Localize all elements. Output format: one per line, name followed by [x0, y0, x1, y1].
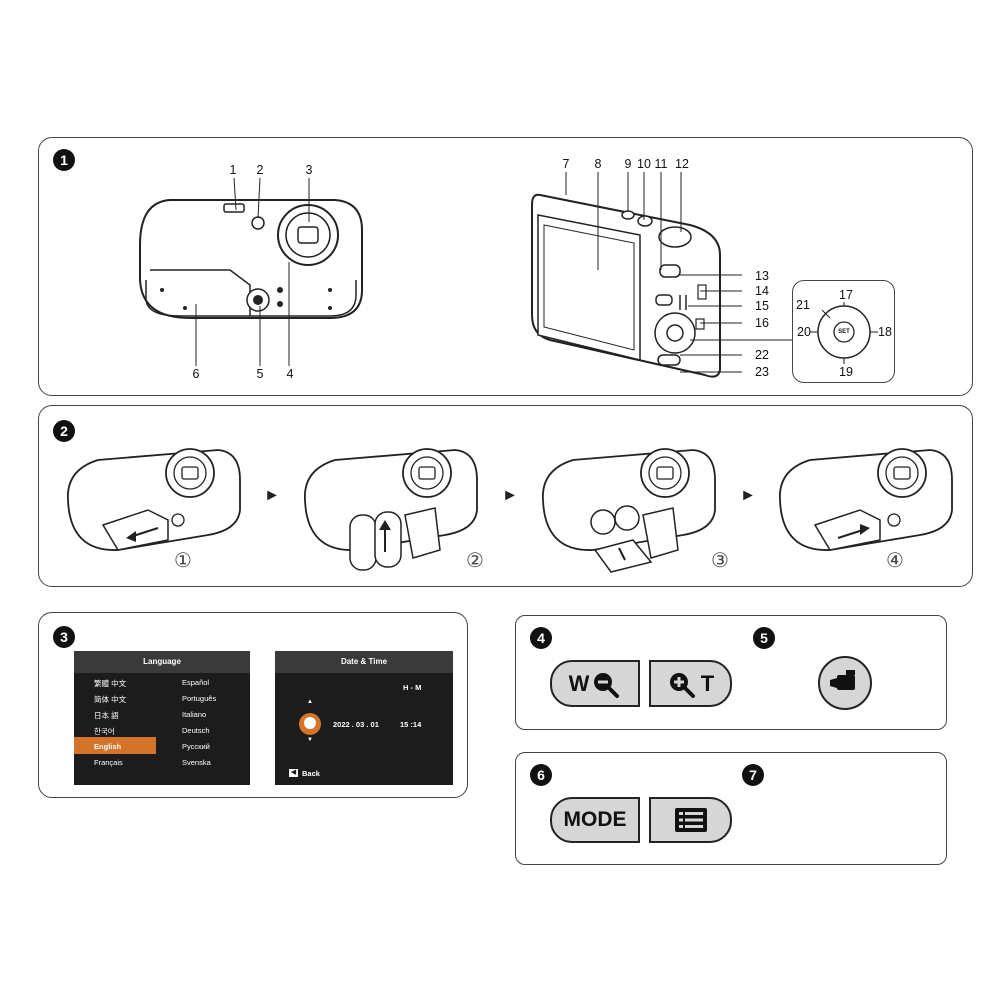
callout-8: 8: [594, 157, 602, 171]
callout-12: 12: [675, 157, 689, 171]
datetime-screen: Date & Time H - M ▲ ▼ 2022 . 03 . 01 15 …: [275, 651, 453, 785]
callout-11: 11: [654, 157, 668, 171]
language-option[interactable]: Deutsch: [182, 726, 210, 735]
back-icon[interactable]: ◀: [289, 769, 298, 777]
callout-2: 2: [256, 163, 264, 177]
language-option[interactable]: 한국어: [94, 727, 115, 736]
dpad-illustration: [810, 302, 878, 364]
battery-step-label-3: ③: [710, 550, 730, 572]
callout-19: 19: [839, 365, 853, 379]
zoom-out-icon: [594, 672, 620, 698]
panel-badge: 5: [753, 627, 775, 649]
callout-3: 3: [305, 163, 313, 177]
video-record-button[interactable]: [818, 656, 872, 710]
time-value[interactable]: 15 :14: [400, 720, 422, 729]
callout-18: 18: [878, 325, 892, 339]
step-arrow-1: ►: [264, 487, 280, 504]
battery-step-label-4: ④: [885, 550, 905, 572]
callout-17: 17: [839, 288, 853, 302]
callout-20: 20: [797, 325, 811, 339]
mode-menu-button[interactable]: MODE: [550, 797, 732, 843]
language-screen-title: Language: [74, 651, 250, 673]
language-option[interactable]: 简体 中文: [94, 695, 127, 704]
language-option[interactable]: 日本 語: [94, 711, 119, 720]
language-option[interactable]: Português: [182, 694, 217, 703]
language-option[interactable]: Français: [94, 758, 123, 767]
zoom-tele-button[interactable]: T: [651, 662, 730, 705]
battery-step-label-1: ①: [173, 550, 193, 572]
language-option-selected[interactable]: English: [94, 742, 122, 751]
up-arrow-icon: ▲: [307, 699, 313, 705]
callout-10: 10: [637, 157, 651, 171]
video-camera-icon: [830, 670, 855, 690]
step-arrow-3: ►: [740, 487, 756, 504]
callout-7: 7: [562, 157, 570, 171]
mode-button[interactable]: MODE: [552, 799, 638, 841]
callout-16: 16: [755, 316, 769, 330]
down-arrow-icon: ▼: [307, 737, 313, 743]
datetime-field-label: H - M: [403, 683, 422, 692]
language-option[interactable]: 繁體 中文: [94, 679, 127, 688]
zoom-button[interactable]: W T: [550, 660, 732, 707]
language-selection-highlight: [74, 737, 156, 754]
battery-step-label-2: ②: [465, 550, 485, 572]
camera-back-illustration: [531, 193, 721, 378]
back-label[interactable]: Back: [302, 769, 320, 778]
zoom-wide-button[interactable]: W: [552, 662, 638, 705]
battery-step-1-illustration: [67, 448, 241, 551]
datetime-screen-title: Date & Time: [275, 651, 453, 673]
dpad-set-label: SET: [838, 329, 850, 335]
callout-4: 4: [286, 367, 294, 381]
callout-1: 1: [229, 163, 237, 177]
callout-22: 22: [755, 348, 769, 362]
step-arrow-2: ►: [502, 487, 518, 504]
callout-15: 15: [755, 299, 769, 313]
callout-5: 5: [256, 367, 264, 381]
battery-step-2-illustration: [304, 448, 478, 571]
callout-23: 23: [755, 365, 769, 379]
panel-badge: 6: [530, 764, 552, 786]
battery-step-4-illustration: [779, 448, 953, 551]
battery-step-3-illustration: [542, 448, 716, 573]
panel-badge: 3: [53, 626, 75, 648]
camera-front-illustration: [139, 199, 363, 319]
mode-button-label: MODE: [563, 808, 627, 831]
mode-button-divider: [638, 797, 651, 843]
language-option[interactable]: Русский: [182, 742, 210, 751]
zoom-wide-label: W: [568, 670, 590, 696]
panel-badge: 7: [742, 764, 764, 786]
zoom-in-icon: [669, 672, 695, 698]
zoom-button-divider: [638, 660, 651, 707]
zoom-tele-label: T: [700, 670, 715, 696]
date-value[interactable]: 2022 . 03 . 01: [333, 720, 379, 729]
menu-list-icon: [674, 808, 707, 832]
language-screen: Language 繁體 中文 简体 中文 日本 語 한국어 English Fr…: [74, 651, 250, 785]
callout-9: 9: [624, 157, 632, 171]
language-option[interactable]: Español: [182, 678, 210, 687]
callout-14: 14: [755, 284, 769, 298]
panel-badge: 4: [530, 627, 552, 649]
callout-6: 6: [192, 367, 200, 381]
callout-13: 13: [755, 269, 769, 283]
panel-badge: 2: [53, 420, 75, 442]
menu-button[interactable]: [651, 799, 730, 841]
language-option[interactable]: Svenska: [182, 758, 211, 767]
callout-21: 21: [796, 298, 810, 312]
panel-badge: 1: [53, 149, 75, 171]
clock-icon: [299, 713, 321, 735]
language-option[interactable]: Italiano: [182, 710, 207, 719]
